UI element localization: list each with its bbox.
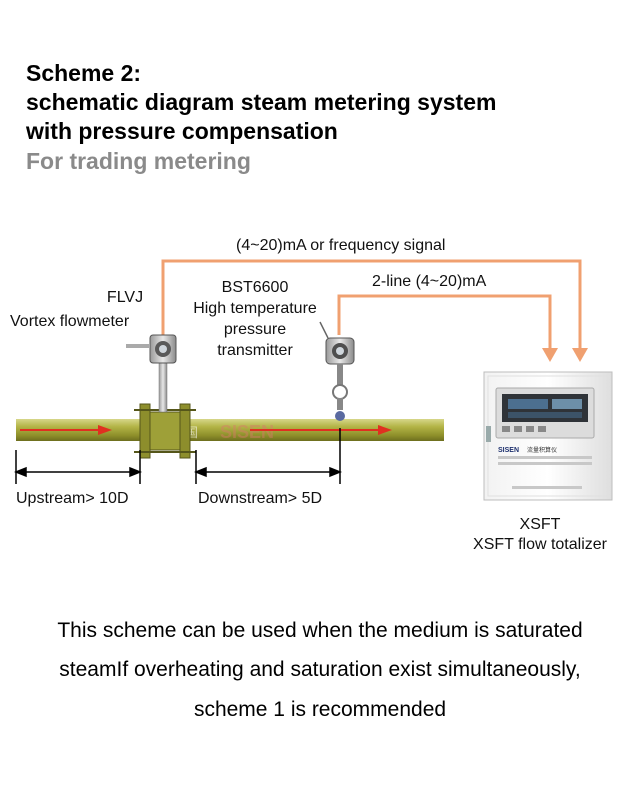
footer-note-line-2: steamIf overheating and saturation exist… (59, 658, 581, 681)
scheme-number: Scheme 2: (26, 60, 142, 86)
flow-arrow-downstream (250, 425, 392, 435)
transmitter-line-1: High temperature (193, 300, 317, 317)
upstream-dimension (13, 450, 143, 484)
transmitter-line-2: pressure (223, 321, 287, 338)
flow-arrow-upstream (20, 425, 112, 435)
downstream-dimension (193, 428, 343, 484)
totalizer-name: XSFT flow totalizer (473, 536, 607, 553)
page-title-line-1: schematic diagram steam metering system (26, 89, 497, 115)
upstream-label: Upstream> 10D (16, 490, 129, 507)
pipe-watermark: SISEN (220, 422, 274, 442)
totalizer-panel-text: 流量积算仪 (527, 446, 557, 454)
pressure-transmitter (319, 321, 355, 421)
footer-note-line-3: scheme 1 is recommended (193, 698, 447, 721)
page-title-line-2: with pressure compensation (26, 118, 338, 144)
flowmeter-model-text: FLVJ (106, 289, 144, 306)
totalizer-brand: SISEN (498, 447, 519, 454)
signal-line-frequency (161, 259, 582, 350)
flowmeter-name: Vortex flowmeter (10, 313, 130, 330)
signal-line-2-line (337, 294, 552, 350)
downstream-label: Downstream> 5D (198, 490, 323, 507)
signal-arrow-2-line (542, 348, 558, 362)
transmitter-model: BST6600 (221, 279, 289, 296)
signal-label-frequency: (4~20)mA or frequency signal (236, 237, 446, 254)
page-subtitle: For trading metering (26, 148, 251, 174)
footer-note-line-1: This scheme can be used when the medium … (57, 619, 583, 642)
flow-totalizer-cabinet: SISEN 流量积算仪 (483, 371, 613, 501)
signal-label-2-line: 2-line (4~20)mA (372, 273, 487, 290)
vortex-flowmeter (126, 334, 177, 413)
steam-pipe (16, 419, 444, 441)
totalizer-model: XSFT (519, 516, 561, 533)
transmitter-line-3: transmitter (217, 342, 293, 359)
signal-arrow-frequency (572, 348, 588, 362)
flowmeter-model: FLVJ (0, 288, 176, 308)
